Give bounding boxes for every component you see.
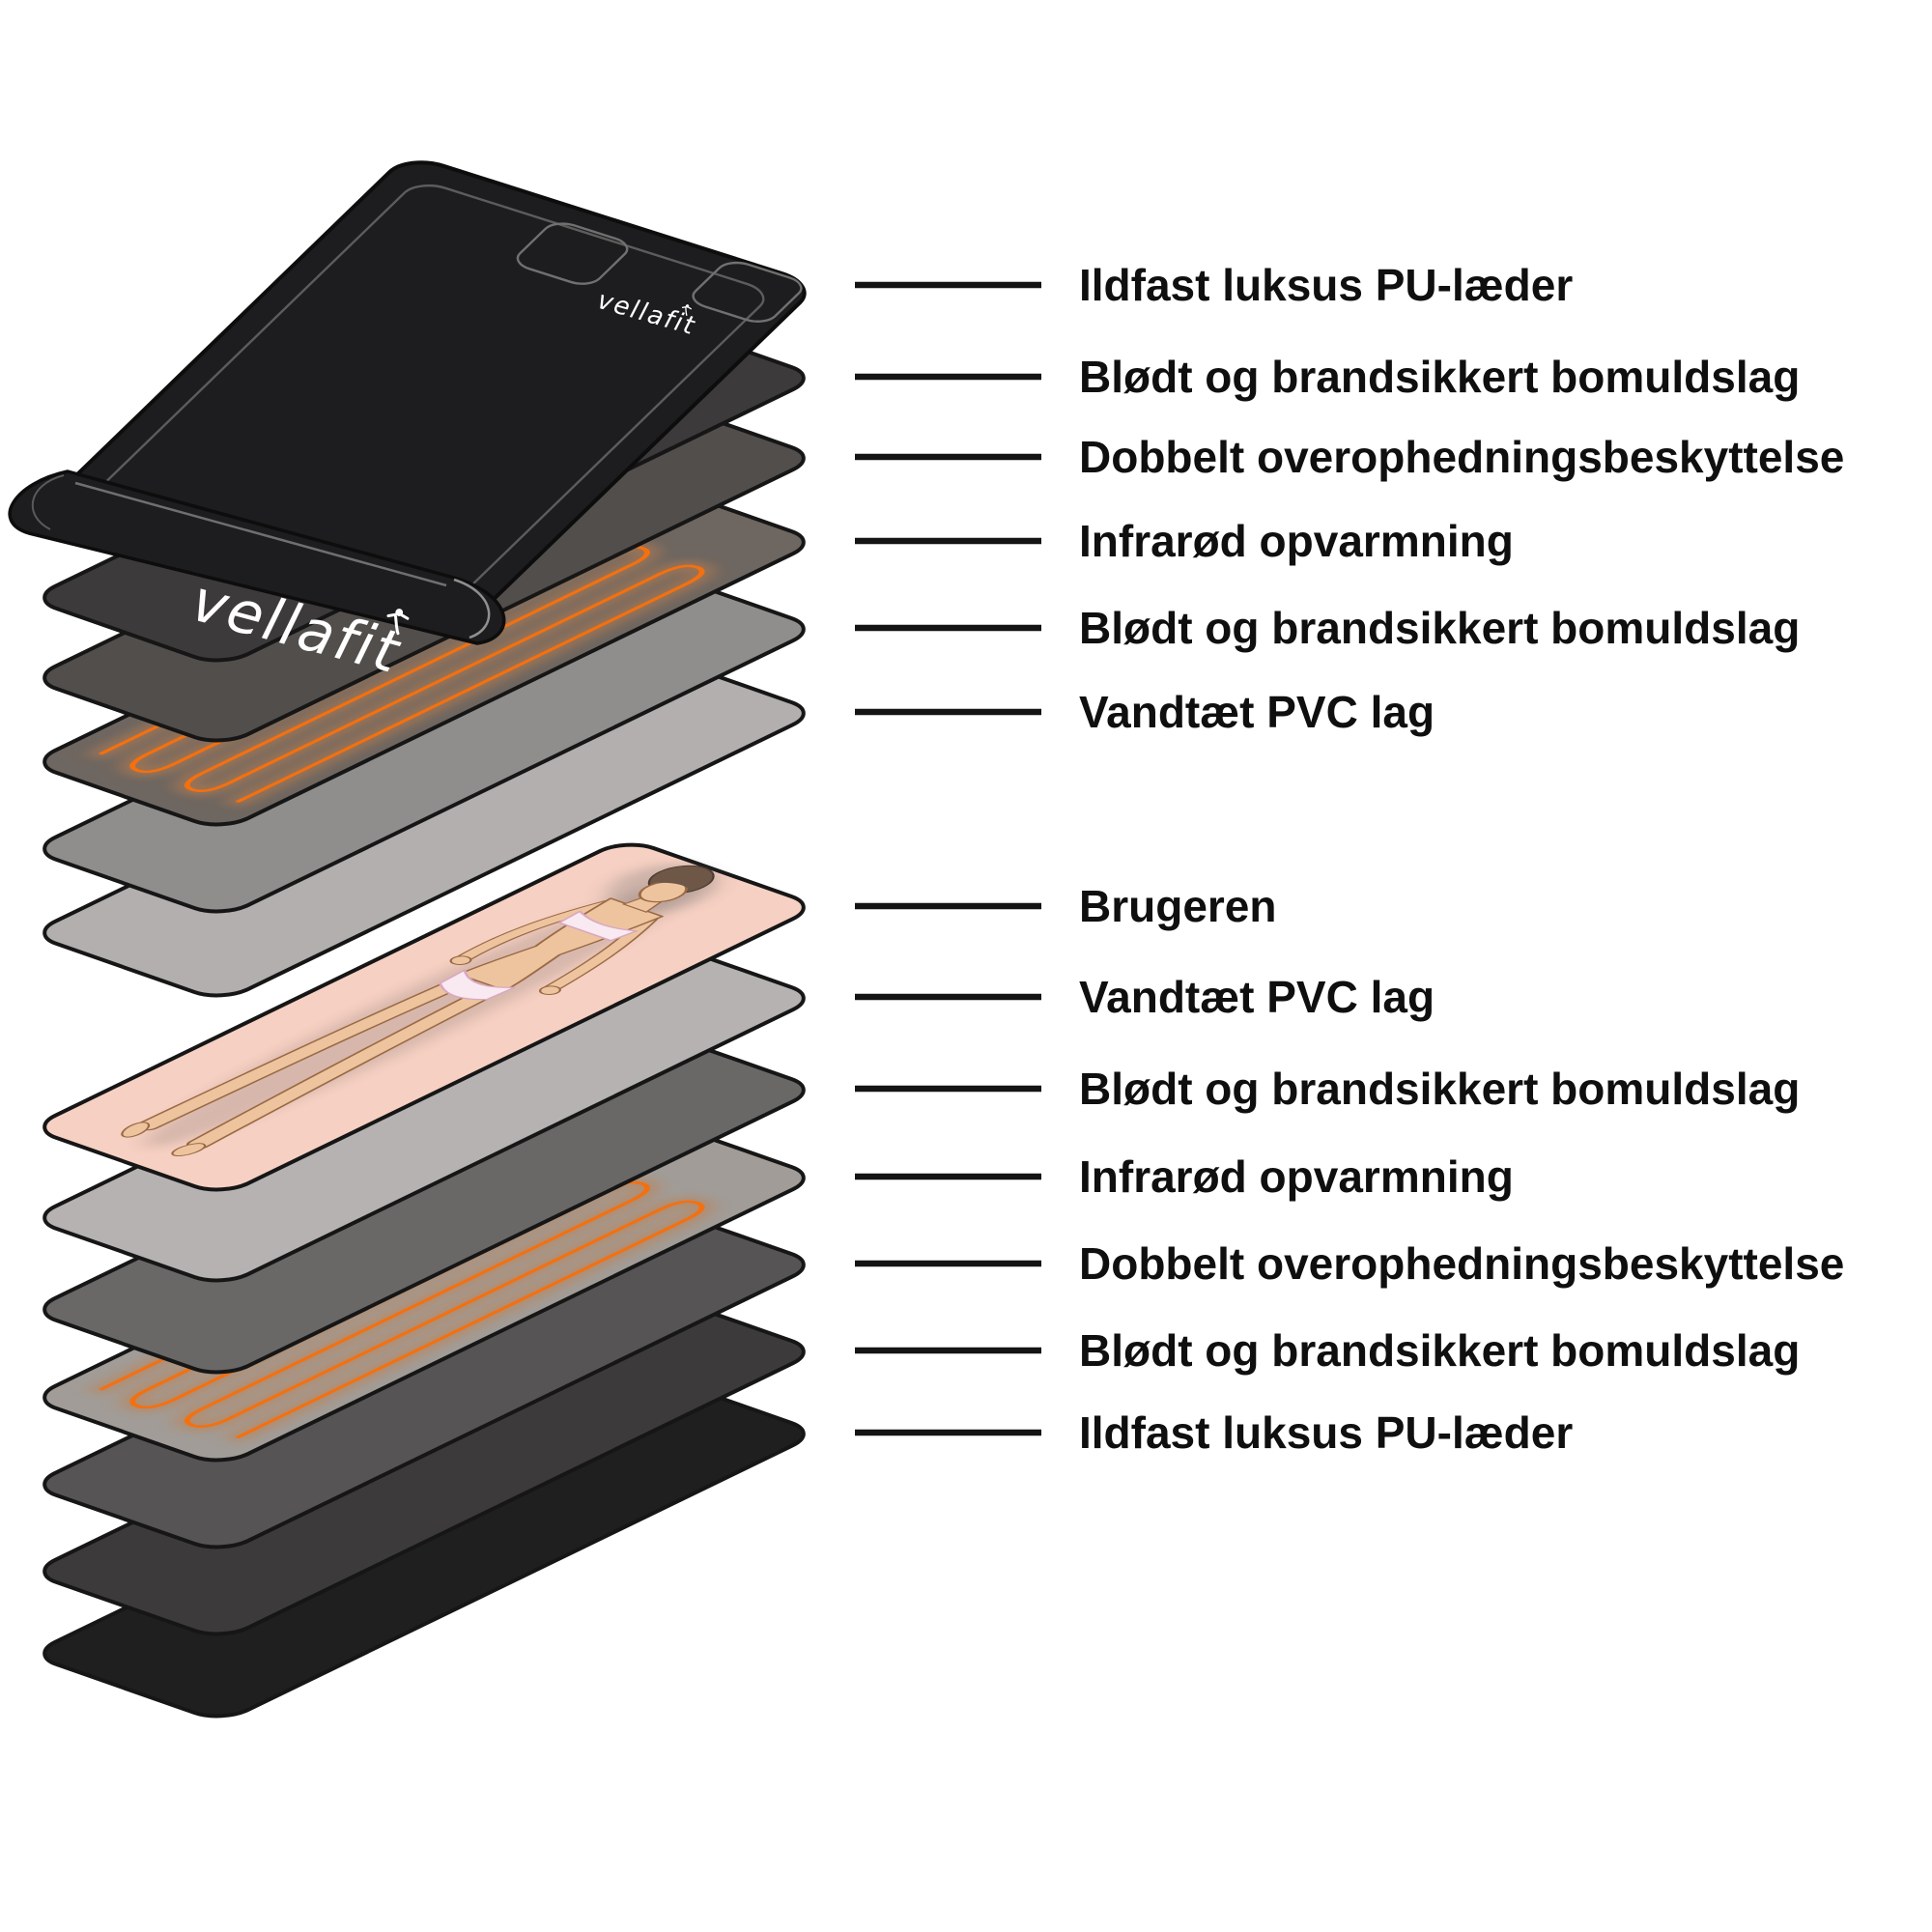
layer-label: Brugeren: [1079, 881, 1276, 931]
layer-stack: [10, 155, 819, 1722]
layer-label: Infrarød opvarmning: [1079, 516, 1514, 566]
layer-label: Ildfast luksus PU-læder: [1079, 1407, 1573, 1458]
layer-label: Infrarød opvarmning: [1079, 1151, 1514, 1202]
layer-label: Blødt og brandsikkert bomuldslag: [1079, 352, 1800, 402]
layer-label: Vandtæt PVC lag: [1079, 972, 1435, 1022]
layer-label: Vandtæt PVC lag: [1079, 687, 1435, 737]
layer-label: Dobbelt overophedningsbeskyttelse: [1079, 432, 1844, 482]
layer-label: Blødt og brandsikkert bomuldslag: [1079, 603, 1800, 653]
layer-label: Blødt og brandsikkert bomuldslag: [1079, 1325, 1800, 1376]
layer-label: Blødt og brandsikkert bomuldslag: [1079, 1064, 1800, 1114]
layer-label: Dobbelt overophedningsbeskyttelse: [1079, 1238, 1844, 1289]
layer-label: Ildfast luksus PU-læder: [1079, 260, 1573, 310]
user-layer: [29, 838, 819, 1196]
